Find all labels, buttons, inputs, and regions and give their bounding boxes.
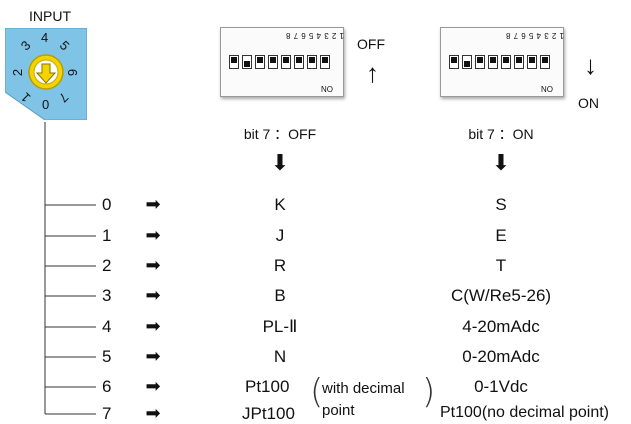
dip-numbers: 12345678 [502,31,564,40]
rotary-switch-graphic [4,27,88,121]
caption-bit7-on: bit 7 ：ON [468,126,534,142]
off-value: Pt100 [245,377,290,396]
row-number: 5 [102,347,112,366]
right-bracket: ) [422,372,436,412]
dip-toggle[interactable] [501,55,511,69]
dip-on-label: ON [541,84,553,93]
up-arrow-icon: ↑ [366,58,379,88]
off-value: K [274,195,286,214]
off-value: PL-Ⅱ [262,317,298,336]
down-arrow-icon: ↓ [584,50,597,80]
input-label: INPUT [29,8,71,24]
off-value: JPt100 [242,404,295,423]
on-value: C(W/Re5-26) [450,286,552,305]
dip-toggle[interactable] [255,55,265,69]
dip-toggle[interactable] [307,55,317,69]
dip-on-label: ON [321,84,333,93]
off-value: R [273,256,287,275]
on-value: 0-1Vdc [474,377,528,396]
right-arrow-icon: ➡ [145,225,161,245]
dip-switch-off[interactable]: 12345678 ON [220,27,344,97]
down-arrow-icon: ⬇ [491,150,511,175]
note-line1: with decimal [322,380,405,397]
row-number: 2 [102,256,112,275]
row-number: 3 [102,286,112,305]
left-bracket: ( [310,372,324,412]
rotary-digit: 4 [41,30,49,45]
on-label: ON [578,95,599,111]
dip-toggle[interactable] [268,55,278,69]
off-value: N [273,347,287,366]
right-arrow-icon: ➡ [145,376,161,396]
dip-toggle[interactable] [229,55,239,69]
dip-toggle[interactable] [488,55,498,69]
dip-numbers: 12345678 [282,31,344,40]
dip-toggle[interactable] [540,55,550,69]
row-number: 0 [102,195,112,214]
dip-toggle[interactable] [320,55,330,69]
off-label: OFF [357,36,385,52]
row-number: 6 [102,377,112,396]
right-arrow-icon: ➡ [145,403,161,423]
on-value: E [495,226,507,245]
dip-toggle[interactable] [294,55,304,69]
dip-switch-on[interactable]: 12345678 ON [440,27,564,97]
row-number: 4 [102,317,112,336]
off-value: J [275,226,285,245]
right-arrow-icon: ➡ [145,255,161,275]
right-arrow-icon: ➡ [145,346,161,366]
row-number: 7 [102,404,112,423]
on-value: T [495,256,507,275]
rotary-switch[interactable]: 4 5 6 7 0 1 2 3 [4,27,88,121]
right-arrow-icon: ➡ [145,285,161,305]
dip-toggle-bit7[interactable] [242,55,252,69]
dip-toggle[interactable] [475,55,485,69]
right-arrow-icon: ➡ [145,316,161,336]
on-value: 0-20mAdc [462,347,540,366]
note-line2: point [322,402,355,419]
dip-toggle[interactable] [527,55,537,69]
dip-toggle-bit7[interactable] [462,55,472,69]
caption-bit7-off: bit 7 ：OFF [243,126,317,142]
off-value: B [274,286,286,305]
dip-toggle[interactable] [281,55,291,69]
dip-toggle[interactable] [514,55,524,69]
on-value: 4-20mAdc [462,317,540,336]
right-arrow-icon: ➡ [145,194,161,214]
dip-toggle[interactable] [449,55,459,69]
on-value: S [495,195,507,214]
on-value: Pt100(no decimal point) [440,404,609,421]
rotary-digit: 0 [42,97,50,112]
row-number: 1 [102,226,112,245]
down-arrow-icon: ⬇ [270,150,290,175]
